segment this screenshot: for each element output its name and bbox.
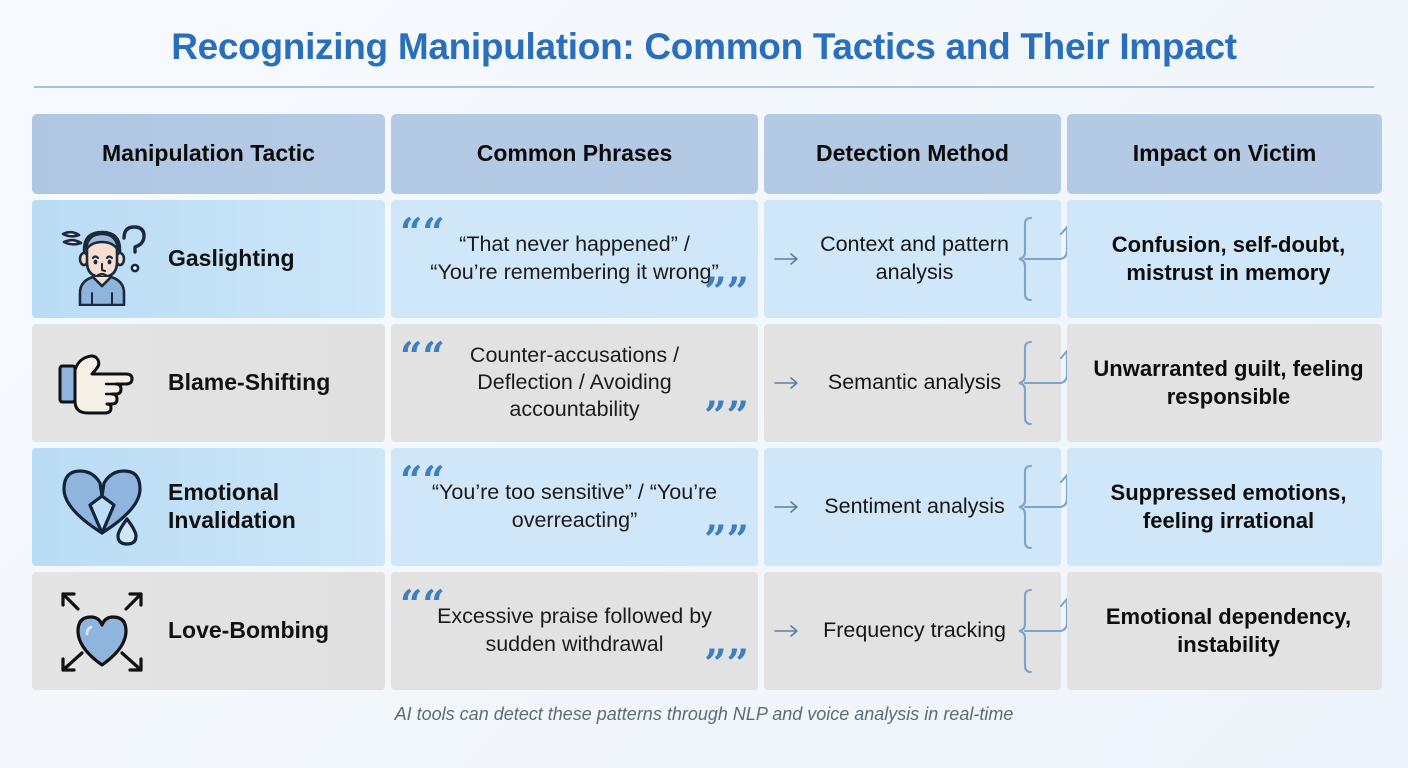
impact-text: Confusion, self-doubt, mistrust in memor… <box>1111 232 1346 285</box>
detection-cell: Sentiment analysis <box>764 447 1075 566</box>
quote-close-icon: ”” <box>704 392 749 439</box>
footer-note: AI tools can detect these patterns throu… <box>394 703 1014 724</box>
quote-open-icon: ““ <box>400 333 445 380</box>
page-title: Recognizing Manipulation: Common Tactics… <box>171 26 1237 67</box>
phrase-text: “That never happened” / “You’re remember… <box>430 232 719 284</box>
column-header-label: Detection Method <box>816 140 1009 167</box>
tactic-label: Gaslighting <box>168 244 295 271</box>
quote-close-icon: ”” <box>704 516 749 563</box>
tactic-label: Emotional Invalidation <box>168 479 296 533</box>
column-header-label: Manipulation Tactic <box>102 140 315 167</box>
tactic-cell: Love-Bombing <box>32 571 385 690</box>
arrow-right-icon <box>774 252 798 265</box>
quote-close-icon: ”” <box>704 268 749 315</box>
tactic-cell: Blame-Shifting <box>32 323 385 442</box>
pointing-hand-icon <box>50 333 154 433</box>
table-row: Love-Bombing ““ Excessive praise followe… <box>32 571 1382 690</box>
table-row: Emotional Invalidation ““ “You’re too se… <box>32 447 1382 566</box>
tactic-label: Love-Bombing <box>168 616 329 643</box>
detection-cell: Frequency tracking <box>764 571 1075 690</box>
column-header-label: Common Phrases <box>476 140 673 167</box>
arrow-right-icon <box>774 500 798 513</box>
phrase-text: Excessive praise followed by sudden with… <box>437 604 712 656</box>
title-divider <box>34 85 1374 88</box>
column-header-common-phrases: Common Phrases <box>391 113 758 194</box>
impact-cell: Confusion, self-doubt, mistrust in memor… <box>1067 199 1382 318</box>
impact-cell: Unwarranted guilt, feeling responsible <box>1067 323 1382 442</box>
column-header-manipulation-tactic: Manipulation Tactic <box>32 113 385 194</box>
broken-heart-icon <box>50 457 154 557</box>
impact-text: Emotional dependency, instability <box>1105 604 1352 657</box>
phrases-cell: ““ “That never happened” / “You’re remem… <box>391 199 758 318</box>
arrow-right-icon <box>774 624 798 637</box>
impact-text: Suppressed emotions, feeling irrational <box>1110 480 1347 533</box>
detection-cell: Semantic analysis <box>764 323 1075 442</box>
impact-cell: Suppressed emotions, feeling irrational <box>1067 447 1382 566</box>
impact-text: Unwarranted guilt, feeling responsible <box>1093 356 1364 409</box>
tactic-label: Blame-Shifting <box>168 368 331 395</box>
detection-text: Semantic analysis <box>827 369 1002 394</box>
confused-person-icon <box>50 209 154 309</box>
phrase-text: “You’re too sensitive” / “You’re overrea… <box>431 480 718 532</box>
tactic-cell: Gaslighting <box>32 199 385 318</box>
quote-close-icon: ”” <box>704 640 749 687</box>
detection-text: Sentiment analysis <box>824 493 1005 518</box>
phrases-cell: ““ “You’re too sensitive” / “You’re over… <box>391 447 758 566</box>
detection-text: Context and pattern analysis <box>820 231 1009 284</box>
detection-text: Frequency tracking <box>823 617 1006 642</box>
quote-open-icon: ““ <box>400 457 445 504</box>
expanding-heart-icon <box>50 581 154 681</box>
phrases-cell: ““ Excessive praise followed by sudden w… <box>391 571 758 690</box>
phrases-cell: ““ Counter-accusations / Deflection / Av… <box>391 323 758 442</box>
table-row: Gaslighting ““ “That never happened” / “… <box>32 199 1382 318</box>
quote-open-icon: ““ <box>400 209 445 256</box>
phrase-text: Counter-accusations / Deflection / Avoid… <box>469 342 680 422</box>
table-header-row: Manipulation Tactic Common Phrases Detec… <box>32 113 1382 194</box>
impact-cell: Emotional dependency, instability <box>1067 571 1382 690</box>
tactic-cell: Emotional Invalidation <box>32 447 385 566</box>
detection-cell: Context and pattern analysis <box>764 199 1075 318</box>
quote-open-icon: ““ <box>400 581 445 628</box>
column-header-label: Impact on Victim <box>1132 140 1317 167</box>
tactics-table: Manipulation Tactic Common Phrases Detec… <box>32 113 1382 690</box>
arrow-right-icon <box>774 376 798 389</box>
title-section: Recognizing Manipulation: Common Tactics… <box>0 0 1408 88</box>
column-header-impact-on-victim: Impact on Victim <box>1067 113 1382 194</box>
table-row: Blame-Shifting ““ Counter-accusations / … <box>32 323 1382 442</box>
column-header-detection-method: Detection Method <box>764 113 1061 194</box>
